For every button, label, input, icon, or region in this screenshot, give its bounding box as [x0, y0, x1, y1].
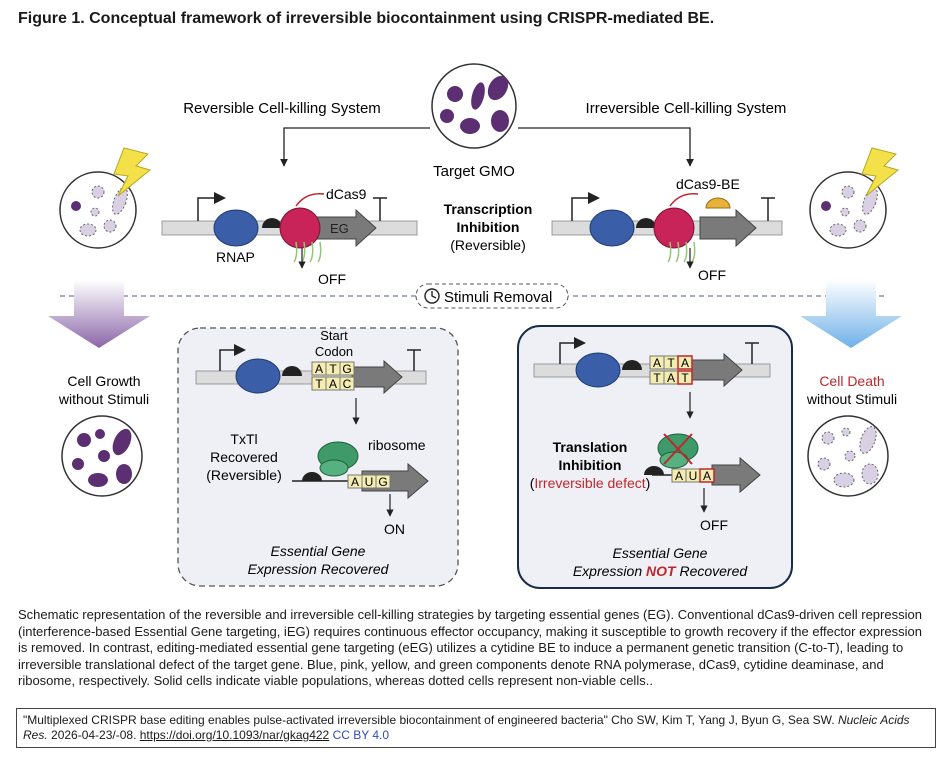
dna-irreversible [551, 192, 783, 263]
live-cell-bottom-left [61, 415, 143, 497]
ribosome-label: ribosome [368, 437, 426, 453]
dna-edited [533, 337, 771, 388]
rnap-label: RNAP [216, 249, 255, 265]
txtl-label-1: TxTl [230, 431, 257, 447]
essential-gene-right-1: Essential Gene [613, 545, 708, 561]
essential-gene-right-2: Expression NOT Recovered [573, 563, 749, 579]
edited-top-2: A [681, 356, 689, 370]
transcription-inhibition-2: Inhibition [457, 219, 520, 235]
transcription-inhibition-1: Transcription [444, 201, 533, 217]
off-label-top-left: OFF [318, 271, 346, 287]
on-label: ON [384, 521, 405, 537]
aug-0: A [351, 475, 359, 489]
target-gmo-cell [431, 63, 517, 149]
transcription-inhibition-3: (Reversible) [450, 237, 525, 253]
dna-reversible: EG [161, 192, 418, 263]
dcas9-be-label: dCas9-BE [676, 176, 740, 192]
dna-recovered [195, 344, 427, 395]
death-arrow [800, 280, 902, 348]
figure-title: Figure 1. Conceptual framework of irreve… [18, 10, 715, 27]
codon-top-2: G [342, 362, 351, 376]
rnap-shape-top [213, 209, 259, 247]
essential-gene-left-1: Essential Gene [271, 543, 366, 559]
license-link[interactable]: CC BY 4.0 [332, 728, 390, 742]
codon-top-1: T [329, 362, 337, 376]
dead-cell-left [59, 171, 137, 249]
arrow-to-reversible [280, 127, 430, 167]
aua-2: A [703, 469, 711, 483]
arrow-to-irreversible [518, 127, 694, 167]
figure-diagram: Target GMO Reversible Cell-killing Syste… [48, 63, 902, 589]
edited-bottom-2: T [681, 371, 689, 385]
start-codon-label-1: Start [320, 328, 348, 343]
doi-link[interactable]: https://doi.org/10.1093/nar/gkag422 [139, 728, 330, 742]
edited-bottom-1: A [667, 371, 675, 385]
target-gmo-label: Target GMO [433, 163, 515, 180]
reversible-system-label: Reversible Cell-killing System [183, 100, 381, 117]
edited-top-1: T [667, 356, 675, 370]
cell-growth-label-1: Cell Growth [67, 373, 140, 389]
eg-label-top: EG [330, 221, 349, 236]
citation-journal: Nucleic Acids Res. [23, 713, 910, 742]
essential-gene-left-2: Expression Recovered [248, 561, 390, 577]
start-codon-label-2: Codon [315, 344, 353, 359]
codon-bottom-0: T [315, 377, 323, 391]
codon-bottom-1: A [329, 377, 337, 391]
irreversible-defect-line: (Irreversible defect) [530, 475, 651, 491]
off-label-bottom: OFF [700, 517, 728, 533]
txtl-label-2: Recovered [210, 449, 278, 465]
stimuli-removal-label: Stimuli Removal [444, 289, 552, 306]
aug-1: U [365, 475, 374, 489]
lightning-icon-left [113, 147, 152, 197]
citation-date: 2026-04-23/-08. [47, 728, 140, 742]
growth-arrow [48, 280, 150, 348]
translation-inhibition-1: Translation [553, 439, 628, 455]
dead-cell-right [809, 171, 887, 249]
codon-bottom-2: C [343, 377, 352, 391]
txtl-label-3: (Reversible) [206, 467, 281, 483]
cell-death-label-1: Cell Death [819, 373, 884, 389]
citation-text: "Multiplexed CRISPR base editing enables… [23, 713, 838, 727]
edited-bottom-0: T [653, 371, 661, 385]
irreversible-system-label: Irreversible Cell-killing System [586, 100, 787, 117]
aua-0: A [675, 469, 683, 483]
clock-icon [424, 288, 440, 304]
dcas9-shape-top [279, 207, 321, 249]
panel-not-recovered [517, 325, 793, 589]
translation-inhibition-2: Inhibition [559, 457, 622, 473]
aua-1: U [689, 469, 698, 483]
lightning-icon-right [861, 147, 900, 197]
cell-growth-label-2: without Stimuli [58, 391, 149, 407]
aug-2: G [378, 475, 387, 489]
mrna-recovered [292, 441, 429, 500]
mrna-edited [644, 433, 761, 494]
figure-caption: Schematic representation of the reversib… [18, 607, 922, 688]
edited-top-0: A [653, 356, 661, 370]
dead-cell-bottom-right [807, 415, 889, 497]
codon-top-0: A [315, 362, 323, 376]
off-label-top-right: OFF [698, 267, 726, 283]
dcas9-label: dCas9 [326, 186, 367, 202]
citation-box: "Multiplexed CRISPR base editing enables… [16, 708, 936, 748]
cell-death-label-2: without Stimuli [806, 391, 897, 407]
